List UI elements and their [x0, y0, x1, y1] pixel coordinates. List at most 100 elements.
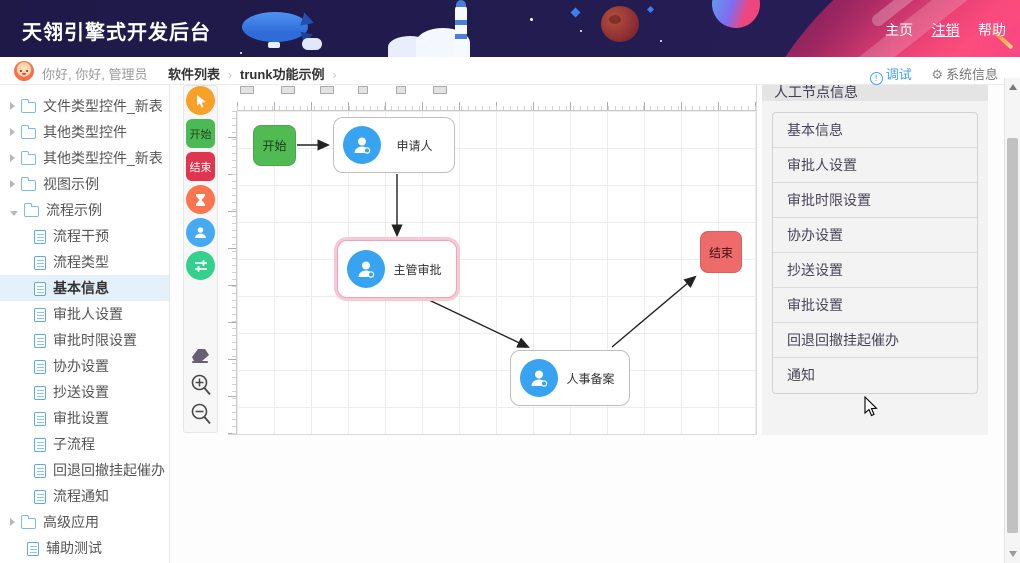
- sidebar-item-label: 审批时限设置: [53, 332, 137, 348]
- document-icon: [34, 308, 46, 322]
- sidebar-item-process-type[interactable]: 流程类型: [0, 249, 169, 275]
- sidebar-item-process-notification[interactable]: 流程通知: [0, 483, 169, 509]
- expand-arrow-icon[interactable]: [10, 154, 15, 162]
- sidebar-item-label: 回退回撤挂起催办: [53, 462, 165, 478]
- sidebar-item-other-type-controls-new[interactable]: 其他类型控件_新表: [0, 145, 169, 171]
- document-icon: [34, 386, 46, 400]
- breadcrumb-bar: 你好, 你好, 管理员 软件列表›trunk功能示例› !调试 ⚙系统信息: [0, 57, 1020, 85]
- user-node-tool-button[interactable]: [186, 218, 215, 247]
- gear-icon: ⚙: [931, 67, 943, 82]
- system-info-button[interactable]: ⚙系统信息: [931, 67, 998, 82]
- align-tool-icon[interactable]: [396, 86, 406, 94]
- flow-node-end[interactable]: 结束: [700, 231, 742, 273]
- zoom-out-icon: [191, 403, 211, 425]
- debug-button[interactable]: !调试: [869, 67, 912, 85]
- panel-item-notification[interactable]: 通知: [787, 367, 815, 383]
- expand-arrow-icon[interactable]: [10, 128, 15, 136]
- panel-item-basic-info[interactable]: 基本信息: [773, 113, 977, 148]
- red-planet-illustration: [601, 6, 639, 42]
- system-info-label: 系统信息: [945, 67, 998, 82]
- sparkle: [646, 5, 655, 14]
- expand-arrow-icon[interactable]: [10, 518, 15, 526]
- expand-arrow-icon[interactable]: [10, 180, 15, 188]
- panel-item-approval-time-limit[interactable]: 审批时限设置: [773, 183, 977, 218]
- document-icon: [34, 464, 46, 478]
- document-icon: [34, 282, 46, 296]
- nav-logout-link[interactable]: 注销: [931, 22, 960, 38]
- sidebar-item-approver-settings[interactable]: 审批人设置: [0, 301, 169, 327]
- sidebar-item-rollback-suspend[interactable]: 回退回撤挂起催办: [0, 457, 169, 483]
- sidebar-item-subprocess[interactable]: 子流程: [0, 431, 169, 457]
- breadcrumb: 软件列表›trunk功能示例›: [168, 64, 345, 83]
- sidebar-item-advanced-apps[interactable]: 高级应用: [0, 509, 169, 535]
- sidebar-item-cc-settings[interactable]: 抄送设置: [0, 379, 169, 405]
- flow-node-start[interactable]: 开始: [253, 125, 296, 166]
- pointer-tool-button[interactable]: [186, 86, 215, 115]
- panel-item-approver-settings[interactable]: 审批人设置: [773, 148, 977, 183]
- zoom-out-button[interactable]: [186, 401, 215, 427]
- timer-node-tool-button[interactable]: [186, 185, 215, 214]
- folder-icon: [21, 151, 36, 165]
- node-palette-toolbar: 开始 结束: [183, 85, 218, 433]
- sidebar-item-label: 其他类型控件_新表: [43, 150, 163, 166]
- sidebar-item-view-examples[interactable]: 视图示例: [0, 171, 169, 197]
- scrollbar-thumb[interactable]: [1007, 138, 1018, 533]
- document-icon: [27, 542, 39, 556]
- sidebar-item-co-organizer-settings[interactable]: 协办设置: [0, 353, 169, 379]
- sidebar-item-label: 审批人设置: [53, 306, 123, 322]
- star: [660, 40, 662, 42]
- small-planet-illustration: [712, 0, 760, 28]
- app-header: 天翎引擎式开发后台 主页 注销 帮助: [0, 0, 1020, 57]
- zoom-in-button[interactable]: [186, 372, 215, 398]
- align-tool-icon[interactable]: [281, 86, 295, 94]
- document-icon: [34, 230, 46, 244]
- sidebar-item-process-intervention[interactable]: 流程干预: [0, 223, 169, 249]
- eraser-tool-button[interactable]: [186, 343, 215, 369]
- user-avatar[interactable]: [14, 61, 34, 81]
- start-node-tool-button[interactable]: 开始: [186, 119, 215, 148]
- flow-node-applicant[interactable]: 申请人: [333, 117, 455, 173]
- sidebar-item-auxiliary-test[interactable]: 辅助测试: [0, 535, 169, 561]
- panel-item-rollback-suspend[interactable]: 回退回撤挂起催办: [773, 323, 977, 358]
- sidebar-item-approval-settings[interactable]: 审批设置: [0, 405, 169, 431]
- align-tool-icon[interactable]: [433, 86, 447, 94]
- sidebar-item-label: 流程干预: [53, 228, 109, 244]
- sidebar-item-other-type-controls[interactable]: 其他类型控件: [0, 119, 169, 145]
- collapse-arrow-icon[interactable]: [10, 211, 18, 216]
- open-folder-icon: [24, 203, 39, 217]
- panel-header: 人工节点信息: [762, 85, 988, 101]
- condition-node-tool-button[interactable]: [186, 251, 215, 280]
- document-icon: [34, 360, 46, 374]
- nav-help-link[interactable]: 帮助: [978, 22, 1006, 38]
- flow-node-manager-approval[interactable]: 主管审批: [337, 240, 457, 298]
- panel-item-approval-settings[interactable]: 审批设置: [773, 288, 977, 323]
- folder-icon: [21, 99, 36, 113]
- chevron-right-icon: ›: [332, 68, 337, 82]
- sliders-icon: [194, 259, 207, 272]
- align-tool-icon[interactable]: [320, 86, 334, 94]
- node-label: 申请人: [396, 138, 433, 153]
- scroll-up-arrow-icon[interactable]: [1009, 84, 1017, 90]
- panel-item-cc-settings[interactable]: 抄送设置: [773, 253, 977, 288]
- sidebar-item-approval-time-limit[interactable]: 审批时限设置: [0, 327, 169, 353]
- nav-home-link[interactable]: 主页: [885, 22, 914, 38]
- align-tool-icon[interactable]: [240, 86, 254, 94]
- vertical-ruler: [228, 111, 237, 434]
- flow-node-hr-filing[interactable]: 人事备案: [510, 350, 630, 406]
- sparkle: [570, 7, 581, 18]
- expand-arrow-icon[interactable]: [10, 102, 15, 110]
- sidebar-item-process-examples[interactable]: 流程示例: [0, 197, 169, 223]
- panel-item-co-organizer-settings[interactable]: 协办设置: [773, 218, 977, 253]
- end-node-tool-button[interactable]: 结束: [186, 152, 215, 181]
- sidebar-item-label: 流程通知: [53, 488, 109, 504]
- breadcrumb-software-list[interactable]: 软件列表: [168, 67, 221, 82]
- window-scrollbar[interactable]: [1004, 78, 1020, 563]
- node-label: 主管审批: [393, 262, 442, 277]
- scroll-down-arrow-icon[interactable]: [1009, 551, 1017, 557]
- breadcrumb-trunk-example[interactable]: trunk功能示例: [240, 67, 325, 82]
- sidebar-item-label: 文件类型控件_新表: [43, 98, 163, 114]
- flow-designer-canvas[interactable]: 开始 申请人 主管审批 人事备案 结束: [228, 85, 757, 435]
- sidebar-item-file-type-controls[interactable]: 文件类型控件_新表: [0, 93, 169, 119]
- sidebar-item-basic-info[interactable]: 基本信息: [0, 275, 169, 301]
- align-tool-icon[interactable]: [358, 86, 368, 94]
